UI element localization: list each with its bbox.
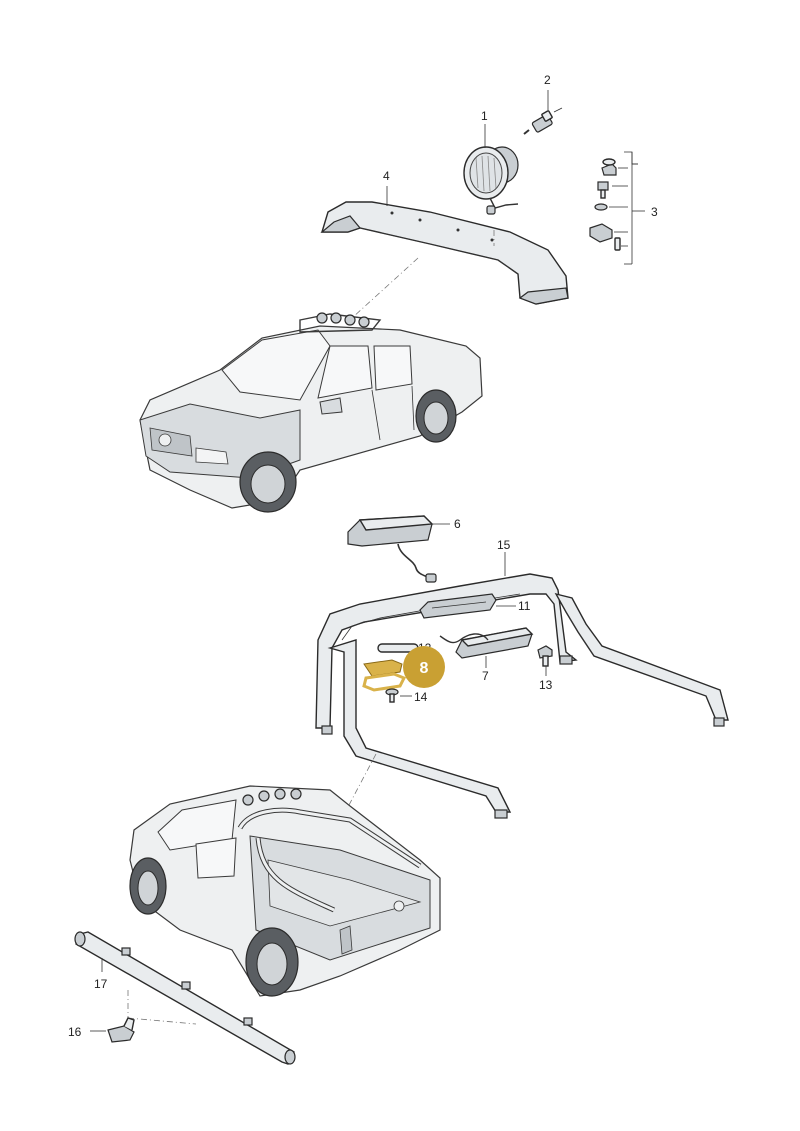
- label-2[interactable]: 2: [544, 73, 551, 87]
- highlight-marker-8[interactable]: 8: [403, 646, 445, 688]
- truck-rear-view: [129, 785, 441, 997]
- label-3[interactable]: 3: [651, 205, 658, 219]
- part-6-brake-light[interactable]: [347, 515, 437, 583]
- part-8-bracket[interactable]: [362, 659, 407, 692]
- part-11-lamp[interactable]: [419, 593, 497, 619]
- label-17[interactable]: 17: [94, 977, 108, 991]
- part-14-screw[interactable]: [385, 688, 399, 703]
- label-1[interactable]: 1: [481, 109, 488, 123]
- part-4-light-bar-bracket[interactable]: [320, 201, 569, 305]
- part-15-sports-bar[interactable]: [315, 573, 729, 819]
- part-13-bolt[interactable]: [537, 645, 553, 667]
- part-7-lamp[interactable]: [439, 627, 534, 659]
- reference-line-top: [351, 257, 419, 319]
- part-1-lamp[interactable]: [463, 146, 519, 215]
- part-3-fastener-set[interactable]: [589, 158, 621, 251]
- label-16[interactable]: 16: [68, 1025, 82, 1039]
- label-8[interactable]: 8: [420, 660, 429, 677]
- label-7[interactable]: 7: [482, 669, 489, 683]
- label-6[interactable]: 6: [454, 517, 461, 531]
- fastener-leaders: [609, 151, 645, 265]
- part-16-clamp[interactable]: [107, 1017, 135, 1043]
- part-2-bulb[interactable]: [523, 107, 563, 135]
- label-11[interactable]: 11: [518, 599, 531, 613]
- truck-front-view: [139, 312, 483, 513]
- label-14[interactable]: 14: [414, 690, 428, 704]
- label-4[interactable]: 4: [383, 169, 390, 183]
- label-13[interactable]: 13: [539, 678, 553, 692]
- part-17-side-tube[interactable]: [74, 931, 296, 1065]
- label-15[interactable]: 15: [497, 538, 511, 552]
